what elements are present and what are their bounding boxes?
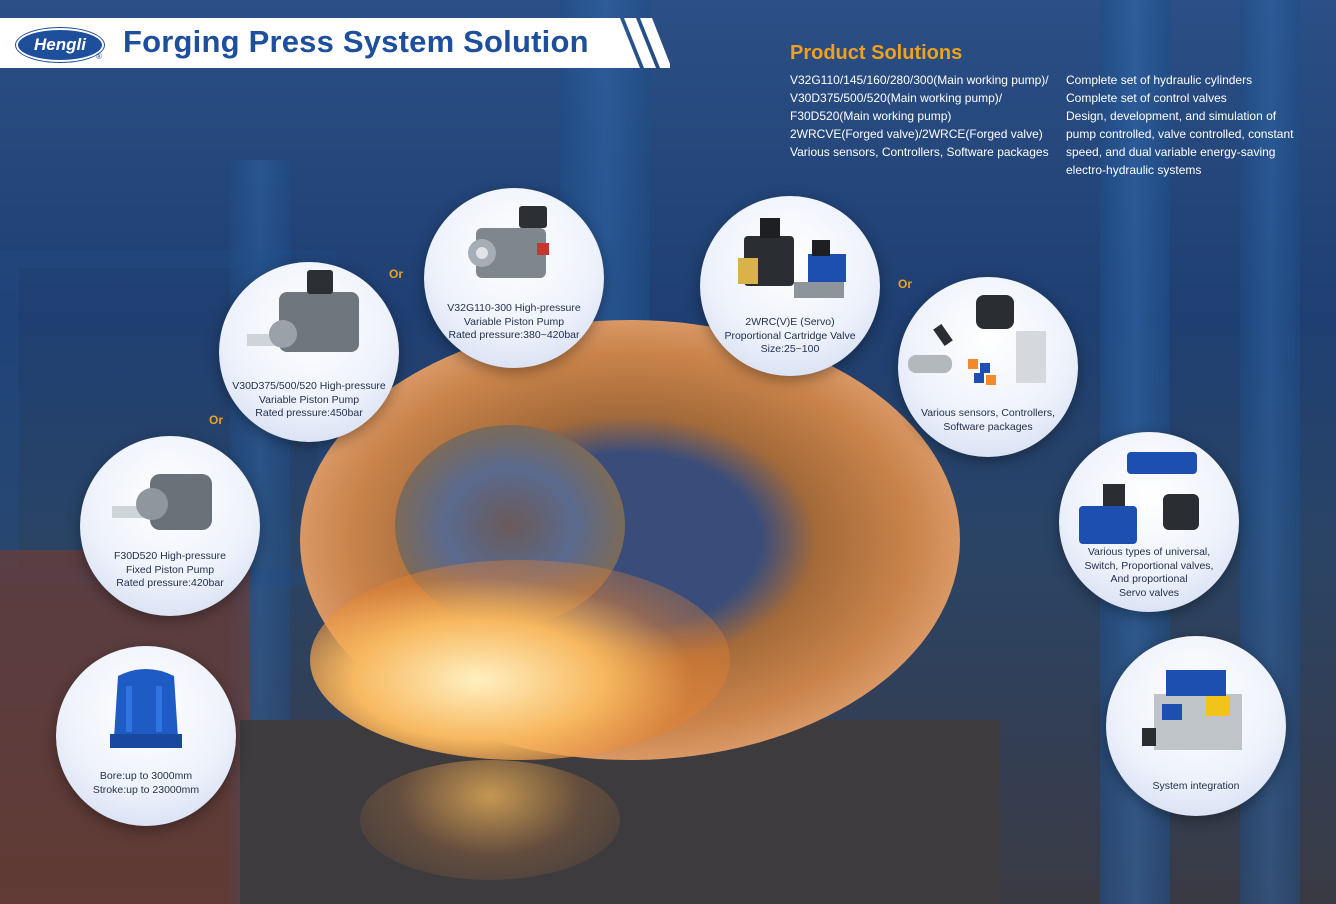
product-bubble-valves[interactable]: Various types of universal, Switch, Prop… xyxy=(1059,432,1239,612)
bubble-caption-line: Fixed Piston Pump xyxy=(125,563,215,576)
solution-line: speed, and dual variable energy-saving xyxy=(1066,145,1276,159)
solution-line: Complete set of hydraulic cylinders xyxy=(1066,73,1253,87)
or-label: Or xyxy=(389,267,404,281)
bubble-caption-line: And proportional xyxy=(1110,573,1188,585)
solution-line: Various sensors, Controllers, Software p… xyxy=(790,145,1049,159)
bubble-caption-line: Rated pressure:450bar xyxy=(255,407,363,419)
product-bubble-v32g-pump[interactable]: V32G110-300 High-pressure Variable Pisto… xyxy=(424,188,604,368)
directional-valve-icon xyxy=(1079,452,1199,544)
bubble-caption-line: Proportional Cartridge Valve xyxy=(724,329,856,342)
bubble-caption-line: System integration xyxy=(1152,780,1240,792)
bubble-caption-line: Variable Piston Pump xyxy=(463,315,565,328)
solution-line: electro-hydraulic systems xyxy=(1066,163,1202,177)
bubble-caption-line: 2WRC(V)E (Servo) xyxy=(745,316,835,328)
bubble-caption-line: Various sensors, Controllers, xyxy=(920,407,1056,419)
sensor-controller-icon xyxy=(908,295,1046,385)
solution-line: Complete set of control valves xyxy=(1066,91,1227,105)
solution-line: V30D375/500/520(Main working pump)/ xyxy=(790,91,1003,105)
bubble-caption-line: V32G110-300 High-pressure xyxy=(447,302,581,314)
bubble-caption-line: Software packages xyxy=(943,420,1033,433)
bubble-caption-line: V30D375/500/520 High-pressure xyxy=(232,380,386,392)
manifold-block-icon xyxy=(1142,670,1242,750)
registered-mark: ® xyxy=(96,52,102,61)
piston-pump-icon xyxy=(247,270,359,352)
or-label: Or xyxy=(898,277,913,291)
product-solutions-right-list: Complete set of hydraulic cylinders Comp… xyxy=(1066,71,1293,179)
bubble-caption-line: Rated pressure:420bar xyxy=(116,577,224,589)
fixed-pump-icon xyxy=(112,474,212,530)
bubble-caption-line: Bore:up to 3000mm xyxy=(99,770,193,782)
solution-line: V32G110/145/160/280/300(Main working pum… xyxy=(790,73,1049,87)
product-bubble-f30d-pump[interactable]: F30D520 High-pressure Fixed Piston Pump … xyxy=(80,436,260,616)
product-solutions-left-list: V32G110/145/160/280/300(Main working pum… xyxy=(790,71,1049,161)
solution-line: pump controlled, valve controlled, const… xyxy=(1066,127,1294,141)
solution-line: F30D520(Main working pump) xyxy=(790,109,952,123)
bubble-caption-line: Various types of universal, xyxy=(1087,546,1211,558)
product-bubble-system-integration[interactable]: System integration xyxy=(1106,636,1286,816)
bubble-caption-line: F30D520 High-pressure xyxy=(113,550,227,562)
bubble-caption-line: Size:25~100 xyxy=(760,343,820,355)
piston-pump-icon xyxy=(468,206,549,278)
bubble-caption-line: Rated pressure:380~420bar xyxy=(448,329,580,341)
product-bubble-cartridge-valve[interactable]: 2WRC(V)E (Servo) Proportional Cartridge … xyxy=(700,196,880,376)
hydraulic-cylinder-icon xyxy=(110,669,182,748)
bubble-caption-line: Switch, Proportional valves, xyxy=(1084,559,1214,572)
header-stripes xyxy=(600,18,670,68)
bubble-caption-line: Stroke:up to 23000mm xyxy=(92,783,200,796)
hengli-logo: Hengli xyxy=(16,28,104,62)
product-solutions-title: Product Solutions xyxy=(790,42,963,64)
product-bubble-v30d-pump[interactable]: V30D375/500/520 High-pressure Variable P… xyxy=(219,262,399,442)
bubble-caption-line: Variable Piston Pump xyxy=(258,393,360,406)
product-bubble-hydraulic-cylinder[interactable]: Bore:up to 3000mm Stroke:up to 23000mm xyxy=(56,646,236,826)
bubble-caption-line: Servo valves xyxy=(1118,586,1180,599)
product-bubble-sensors[interactable]: Various sensors, Controllers, Software p… xyxy=(898,277,1078,457)
solution-line: Design, development, and simulation of xyxy=(1066,109,1277,123)
cartridge-valve-icon xyxy=(738,218,846,298)
page-title: Forging Press System Solution xyxy=(123,24,589,59)
or-label: Or xyxy=(209,413,224,427)
solution-line: 2WRCVE(Forged valve)/2WRCE(Forged valve) xyxy=(790,127,1043,141)
